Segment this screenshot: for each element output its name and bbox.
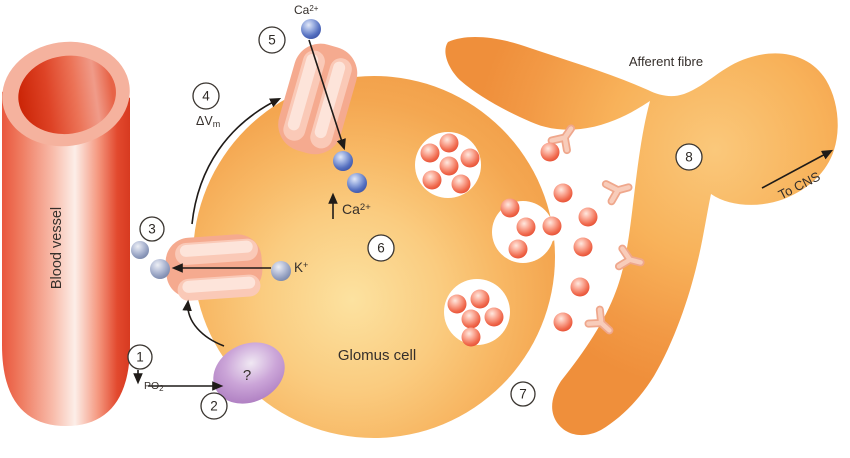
blood-vessel bbox=[2, 41, 130, 426]
ca-ion bbox=[333, 151, 353, 171]
to-cns-arrow bbox=[761, 149, 834, 189]
glomus-cell-label: Glomus cell bbox=[338, 347, 416, 364]
ca-inside-label: Ca2+ bbox=[342, 201, 371, 217]
step-badge-3: 3 bbox=[139, 216, 165, 242]
k-ion-label: K+ bbox=[294, 260, 308, 275]
neurotransmitter-released bbox=[540, 142, 598, 332]
step-number: 4 bbox=[202, 89, 210, 104]
k-ion bbox=[131, 241, 149, 259]
ca-top-label: Ca2+ bbox=[294, 3, 319, 17]
depolarization-arc bbox=[191, 97, 282, 225]
po2-sub: 2 bbox=[159, 384, 164, 393]
afferent-fibre-body bbox=[445, 37, 838, 436]
ca-in-base: Ca bbox=[342, 201, 360, 217]
delta-vm-label: ΔVm bbox=[196, 114, 220, 129]
step-badges: 1 2 3 4 5 6 7 8 bbox=[127, 26, 703, 420]
step-badge-1: 1 bbox=[127, 344, 153, 370]
ca-influx-arrow bbox=[308, 39, 346, 151]
step-number: 8 bbox=[685, 150, 693, 165]
step-number: 2 bbox=[210, 399, 218, 414]
ca-top-sup: 2+ bbox=[309, 4, 318, 13]
arrows bbox=[133, 39, 834, 391]
k-sup: + bbox=[303, 260, 308, 270]
step-badge-7: 7 bbox=[510, 381, 536, 407]
step-badge-8: 8 bbox=[675, 143, 703, 171]
dvm-base: ΔV bbox=[196, 114, 213, 128]
po2-label: PO2 bbox=[144, 380, 164, 393]
ca-top-base: Ca bbox=[294, 3, 310, 17]
blood-vessel-lumen bbox=[18, 55, 116, 135]
step-badge-5: 5 bbox=[258, 26, 286, 54]
ions bbox=[131, 19, 367, 281]
step-badge-6: 6 bbox=[367, 234, 395, 262]
step-number: 5 bbox=[268, 33, 276, 48]
receptor-icon bbox=[606, 179, 631, 202]
blood-vessel-label: Blood vessel bbox=[49, 207, 65, 289]
sensor-question-label: ? bbox=[243, 367, 251, 384]
k-base: K bbox=[294, 260, 303, 275]
step-number: 7 bbox=[519, 387, 527, 402]
ca-in-sup: 2+ bbox=[360, 202, 371, 213]
step-badge-4: 4 bbox=[192, 82, 220, 110]
afferent-fibre-label: Afferent fibre bbox=[629, 54, 703, 69]
sensor-to-channel-arc bbox=[182, 299, 225, 347]
blood-vessel-body bbox=[2, 80, 130, 426]
step-number: 6 bbox=[377, 241, 385, 256]
k-ion bbox=[271, 261, 291, 281]
k-ion bbox=[150, 259, 170, 279]
neurotransmitter-in-vesicles bbox=[420, 133, 536, 347]
step-number: 1 bbox=[136, 350, 144, 365]
k-channel bbox=[165, 234, 263, 301]
po2-base: PO bbox=[144, 380, 159, 392]
step-badge-2: 2 bbox=[200, 392, 228, 420]
oxygen-sensor-ellipse bbox=[213, 342, 285, 404]
labels: Blood vessel Glomus cell Afferent fibre … bbox=[49, 3, 823, 393]
ca-ion bbox=[347, 173, 367, 193]
step-number: 3 bbox=[148, 222, 156, 237]
ca-ion bbox=[301, 19, 321, 39]
dvm-sub: m bbox=[213, 119, 221, 129]
